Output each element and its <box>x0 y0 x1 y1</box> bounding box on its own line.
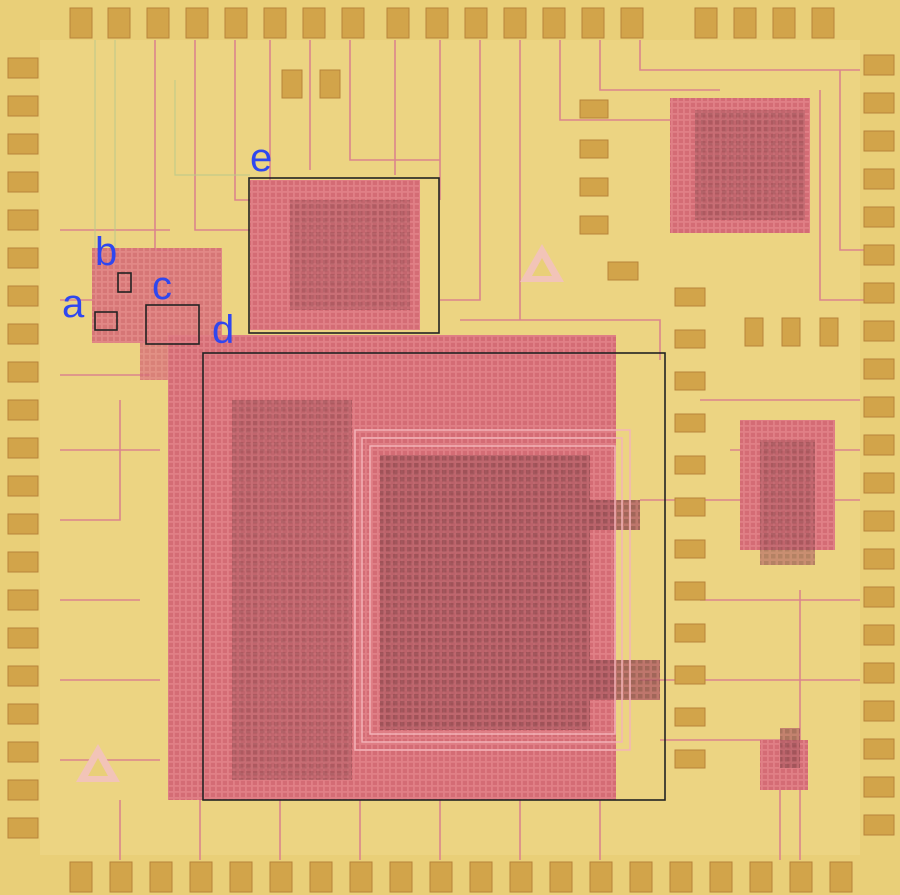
label-a: a <box>62 282 85 326</box>
logic-block-e-core <box>290 200 410 310</box>
logic-block-d-right-b <box>590 660 660 700</box>
label-d: d <box>212 308 235 352</box>
pads-right <box>863 54 895 836</box>
logic-block-d-core <box>380 455 590 730</box>
logic-block-top-right-core <box>695 110 805 220</box>
logic-block-right-middle-core <box>760 440 815 565</box>
label-e: e <box>250 136 273 180</box>
label-c: c <box>152 264 172 308</box>
pads-bottom <box>69 861 853 893</box>
logic-block-bottom-right-core <box>780 728 800 768</box>
pads-inner <box>579 99 839 769</box>
wires <box>60 40 870 860</box>
box-e <box>248 177 440 334</box>
box-c <box>145 304 200 345</box>
alignment-mark-1 <box>520 244 564 282</box>
logic-block-d-left <box>232 400 352 780</box>
box-b <box>117 272 132 293</box>
label-b: b <box>95 230 118 274</box>
box-d <box>202 352 666 801</box>
block-abc <box>92 248 222 343</box>
highlight-boxes <box>94 177 666 801</box>
logic-block-d-rings <box>354 429 631 751</box>
alignment-mark-2 <box>76 744 120 782</box>
pads-top <box>69 7 835 99</box>
pads-left <box>7 57 39 839</box>
box-a <box>94 311 118 331</box>
